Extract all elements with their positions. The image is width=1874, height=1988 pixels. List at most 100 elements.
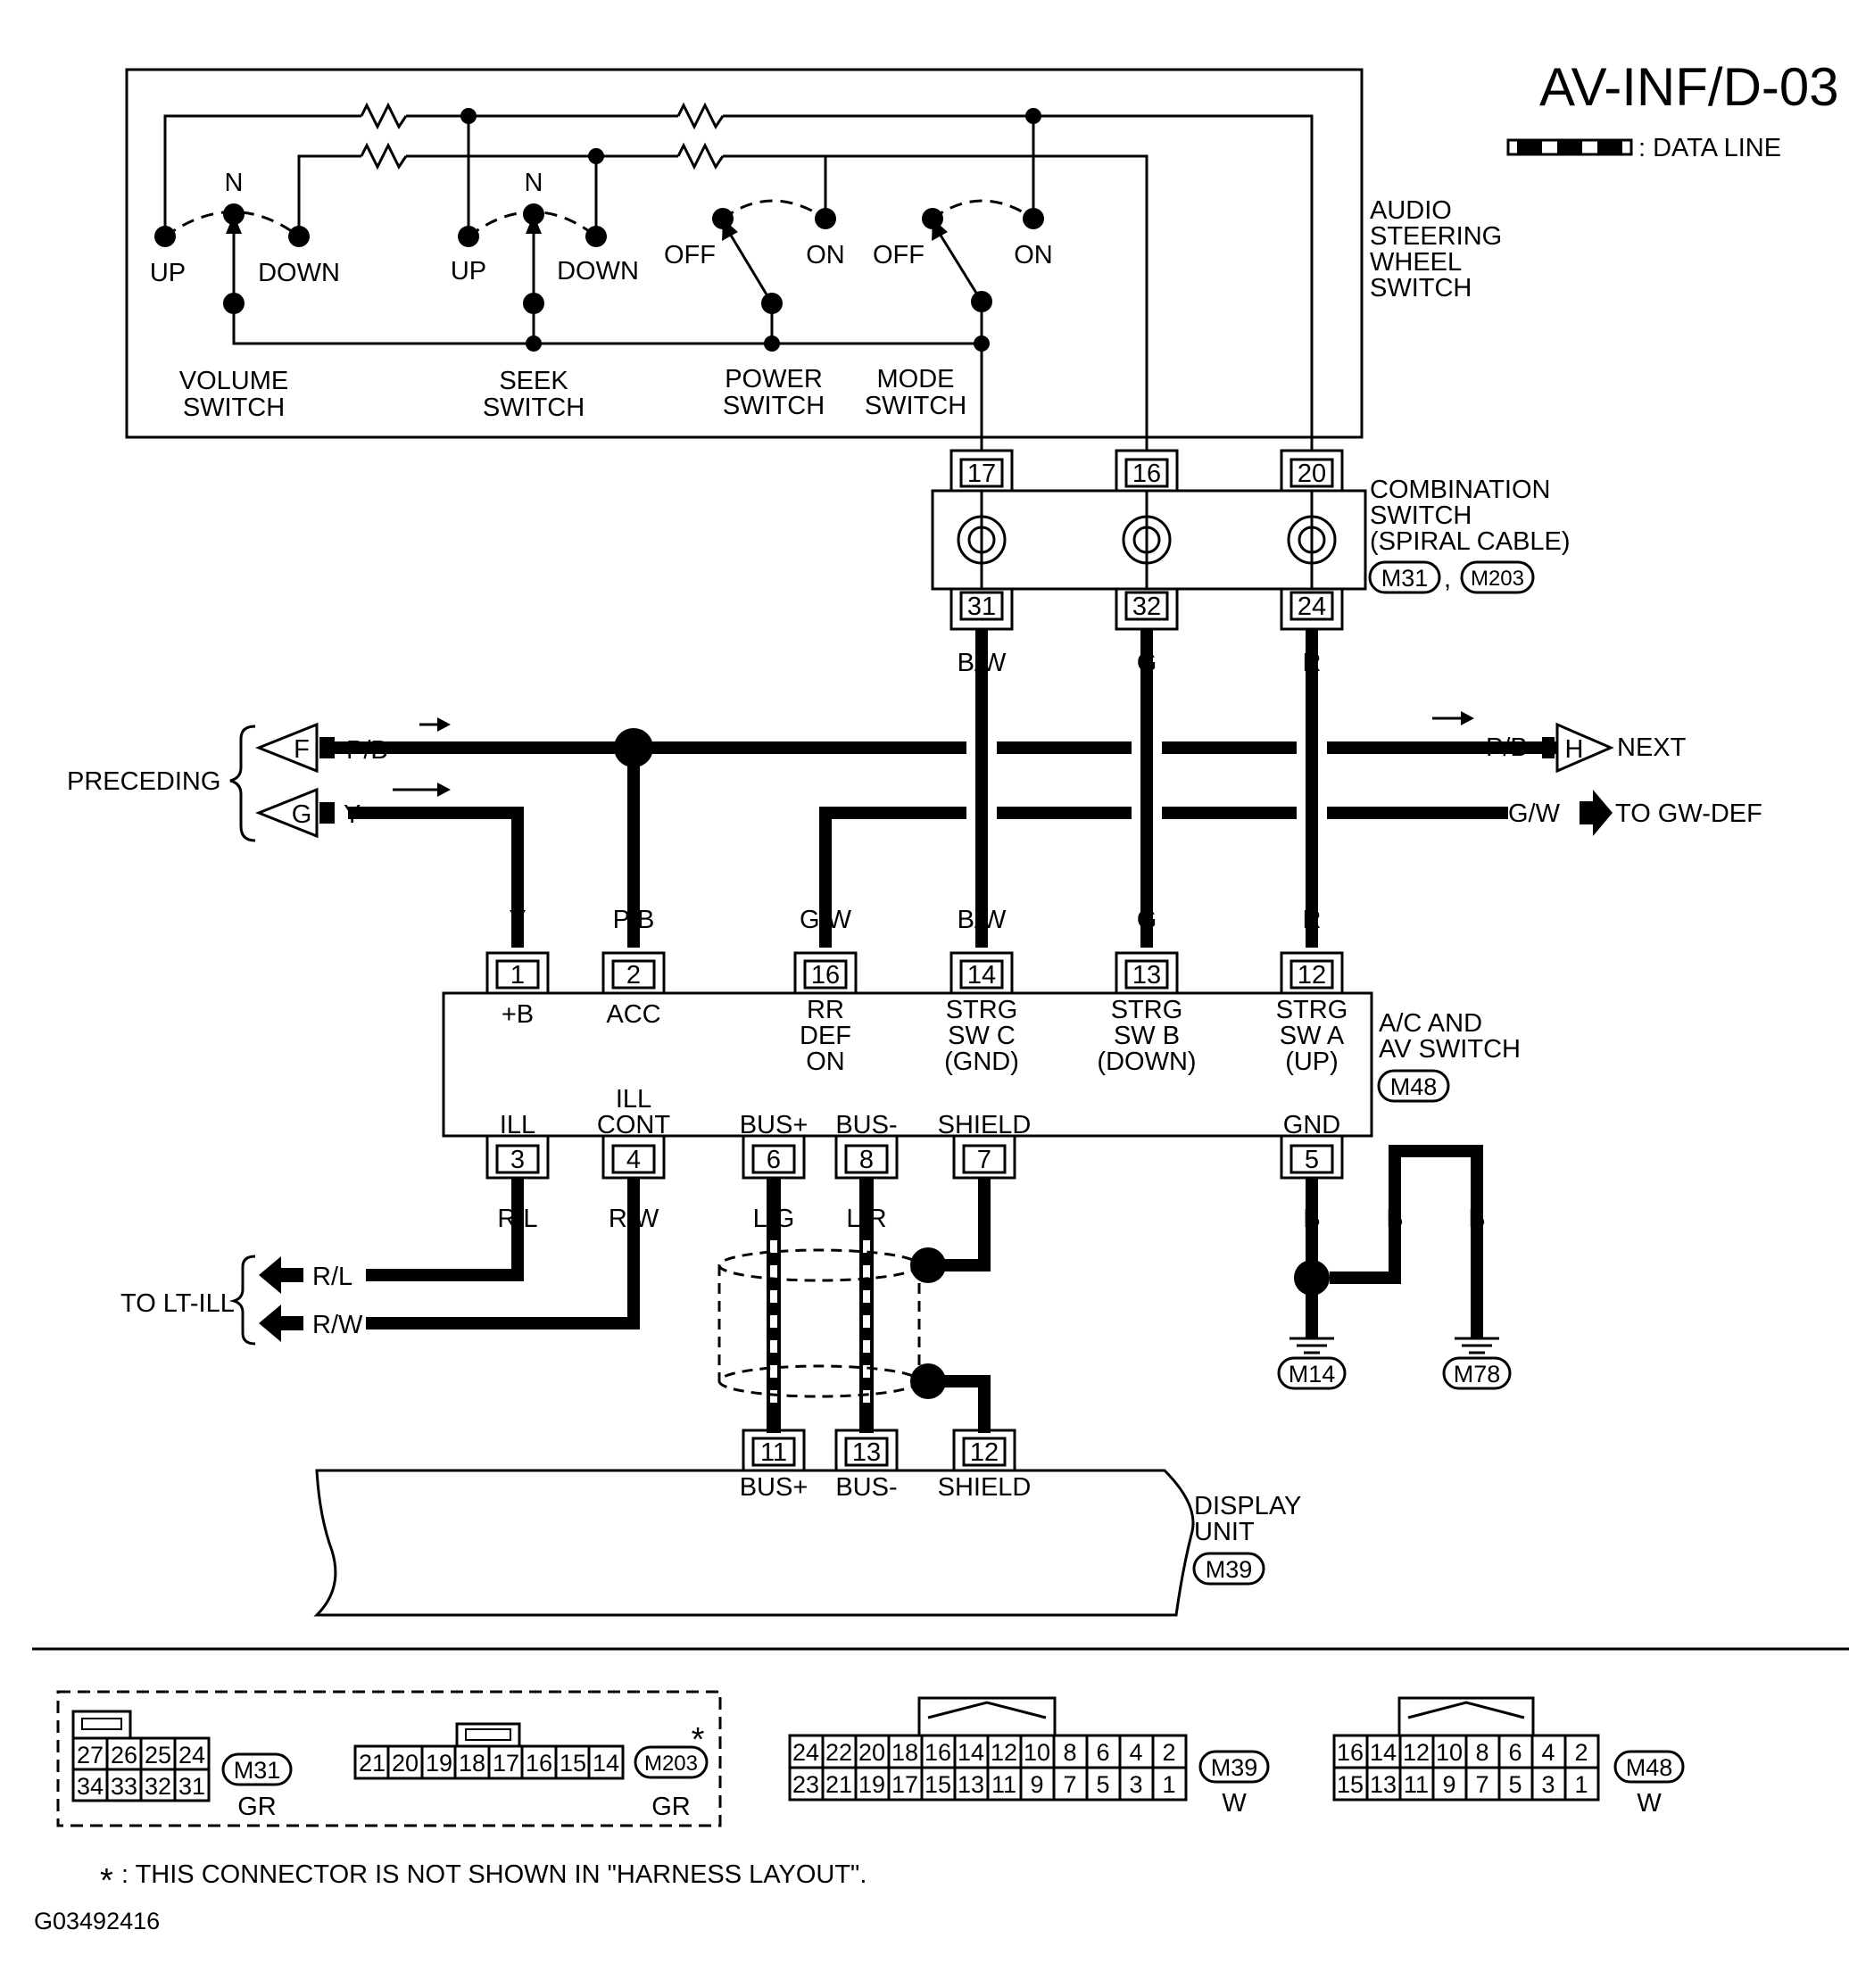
footnote-text: : THIS CONNECTOR IS NOT SHOWN IN "HARNES… bbox=[121, 1860, 867, 1889]
svg-text:7: 7 bbox=[977, 1146, 991, 1174]
svg-text:16: 16 bbox=[526, 1750, 552, 1777]
svg-text:19: 19 bbox=[426, 1750, 452, 1777]
pin-function: SHIELD bbox=[938, 1111, 1032, 1139]
preceding-label: PRECEDING bbox=[67, 767, 220, 796]
svg-text:M48: M48 bbox=[1626, 1754, 1673, 1781]
spiral-cable-icon bbox=[957, 491, 1337, 589]
mode-off-label: OFF bbox=[873, 241, 925, 269]
svg-text:2: 2 bbox=[1574, 1739, 1588, 1766]
connector-badge-m48: M48 bbox=[1377, 1069, 1450, 1103]
svg-text:15: 15 bbox=[560, 1750, 586, 1777]
svg-text:9: 9 bbox=[1030, 1771, 1043, 1798]
svg-text:M203: M203 bbox=[644, 1752, 698, 1776]
svg-text:34: 34 bbox=[77, 1773, 104, 1800]
connector-separator: , bbox=[1444, 565, 1451, 593]
svg-text:16: 16 bbox=[1132, 460, 1161, 488]
volume-neutral-label: N bbox=[225, 169, 244, 197]
wire-label-pb-left: P/B bbox=[346, 736, 388, 765]
color-code: W bbox=[1222, 1789, 1247, 1818]
svg-text:33: 33 bbox=[111, 1773, 137, 1800]
comb-pin-17: 17 bbox=[949, 449, 1014, 491]
display-unit-name-2: UNIT bbox=[1194, 1518, 1255, 1546]
wire-label: Y bbox=[509, 906, 526, 934]
wire-label-b-gnd-3: B bbox=[1468, 1205, 1485, 1233]
svg-text:H: H bbox=[1565, 735, 1584, 764]
av-switch-name-1: A/C AND bbox=[1379, 1009, 1482, 1038]
audio-switch-name-1: AUDIO bbox=[1370, 196, 1452, 225]
audio-switch-name-2: STEERING bbox=[1370, 222, 1502, 251]
svg-text:31: 31 bbox=[967, 592, 996, 621]
wire-label-g-upper: G bbox=[1137, 649, 1157, 677]
svg-text:21: 21 bbox=[825, 1771, 852, 1798]
svg-text:16: 16 bbox=[1337, 1739, 1364, 1766]
svg-text:18: 18 bbox=[459, 1750, 485, 1777]
comb-pin-16: 16 bbox=[1115, 449, 1179, 491]
wire-label-b-gnd-1: B bbox=[1303, 1205, 1320, 1233]
svg-text:2: 2 bbox=[1162, 1739, 1175, 1766]
pin-function: BUS- bbox=[835, 1111, 897, 1139]
svg-text:8: 8 bbox=[1063, 1739, 1076, 1766]
next-label: NEXT bbox=[1617, 733, 1687, 762]
svg-text:7: 7 bbox=[1475, 1771, 1488, 1798]
wire-label-b-gnd-2: B bbox=[1386, 1205, 1403, 1233]
data-line-legend: : DATA LINE bbox=[1506, 134, 1781, 162]
pin-function: DEF bbox=[800, 1022, 851, 1050]
svg-text:M39: M39 bbox=[1206, 1556, 1253, 1583]
power-on-label: ON bbox=[806, 241, 845, 269]
svg-text:G: G bbox=[292, 800, 312, 829]
svg-text:4: 4 bbox=[626, 1146, 641, 1174]
wire-label: P/B bbox=[613, 906, 655, 934]
figure-code: G03492416 bbox=[34, 1908, 160, 1934]
svg-text:3: 3 bbox=[1129, 1771, 1142, 1798]
connector-f-icon: F bbox=[254, 722, 335, 774]
comb-switch-name-3: (SPIRAL CABLE) bbox=[1370, 527, 1571, 556]
svg-text:M48: M48 bbox=[1390, 1073, 1438, 1100]
svg-text:12: 12 bbox=[991, 1739, 1017, 1766]
av-top-pin: 16 G/W RR DEF ON bbox=[793, 906, 858, 1076]
lower-wiring: R/L R/W TO LT-ILL B B B bbox=[120, 1145, 1512, 1433]
svg-text:3: 3 bbox=[510, 1146, 525, 1174]
svg-text:25: 25 bbox=[145, 1742, 171, 1768]
av-bottom-pin: 8 BUS- L/R bbox=[834, 1111, 899, 1233]
svg-text:5: 5 bbox=[1305, 1146, 1319, 1174]
connector-view-m31: 27 26 25 24 34 33 32 31 M31 GR bbox=[71, 1710, 293, 1821]
svg-text:4: 4 bbox=[1129, 1739, 1142, 1766]
svg-text:M203: M203 bbox=[1471, 567, 1524, 591]
svg-text:10: 10 bbox=[1024, 1739, 1050, 1766]
svg-text:32: 32 bbox=[145, 1773, 171, 1800]
power-off-label: OFF bbox=[664, 241, 716, 269]
svg-text:M31: M31 bbox=[234, 1757, 281, 1784]
asterisk-mark: * bbox=[692, 1721, 705, 1759]
pin-function: ILL bbox=[500, 1111, 535, 1139]
pin-function: (UP) bbox=[1285, 1048, 1339, 1076]
svg-text:22: 22 bbox=[825, 1739, 852, 1766]
svg-text:11: 11 bbox=[991, 1771, 1016, 1798]
next-block: P/B H NEXT G/W TO GW-DEF bbox=[1432, 711, 1762, 836]
av-top-pin: 13 G STRG SW B (DOWN) bbox=[1097, 906, 1196, 1076]
svg-text:14: 14 bbox=[967, 961, 996, 990]
svg-text:6: 6 bbox=[1508, 1739, 1522, 1766]
mode-switch-label-2: SWITCH bbox=[865, 392, 966, 420]
svg-text:32: 32 bbox=[1132, 592, 1161, 621]
svg-text:13: 13 bbox=[852, 1438, 881, 1467]
svg-text:18: 18 bbox=[891, 1739, 918, 1766]
svg-text:5: 5 bbox=[1096, 1771, 1109, 1798]
svg-text:10: 10 bbox=[1436, 1739, 1463, 1766]
connector-badge-m39: M39 bbox=[1192, 1552, 1265, 1586]
comb-pin-20: 20 bbox=[1280, 449, 1344, 491]
connector-views: 27 26 25 24 34 33 32 31 M31 GR 21 20 bbox=[56, 1690, 1685, 1827]
flow-arrow-icon bbox=[393, 717, 451, 797]
svg-text:13: 13 bbox=[1132, 961, 1161, 990]
connector-g-icon: G bbox=[254, 787, 335, 839]
ac-av-switch: A/C AND AV SWITCH M48 1 Y +B 2 P/B ACC 1… bbox=[442, 906, 1521, 1233]
wire-label-r-upper: R bbox=[1303, 649, 1322, 677]
svg-text:14: 14 bbox=[593, 1750, 619, 1777]
seek-up-label: UP bbox=[451, 257, 486, 286]
svg-text:16: 16 bbox=[811, 961, 840, 990]
comb-pin-32: 32 bbox=[1115, 589, 1179, 631]
svg-text:31: 31 bbox=[178, 1773, 205, 1800]
svg-text:11: 11 bbox=[1404, 1771, 1429, 1798]
svg-text:13: 13 bbox=[1370, 1771, 1397, 1798]
svg-text:M31: M31 bbox=[1381, 565, 1429, 592]
svg-text:12: 12 bbox=[1298, 961, 1326, 990]
